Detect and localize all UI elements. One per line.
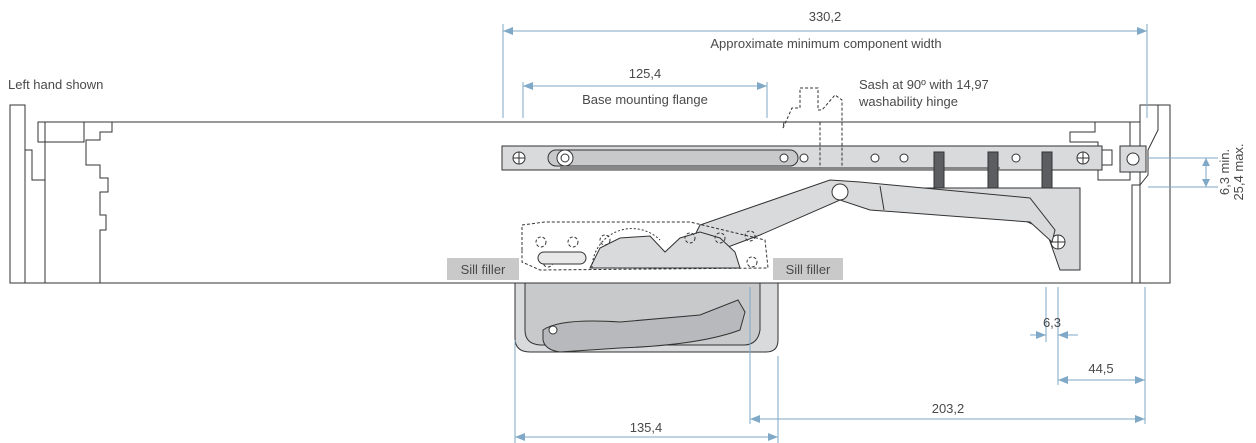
sash-outline	[782, 87, 843, 169]
gap-min-label: 6,3 min.	[1217, 149, 1232, 195]
operator-to-edge-value: 203,2	[932, 401, 965, 416]
gap-max-label: 25,4 max.	[1231, 143, 1246, 200]
sash-note-line1: Sash at 90º with 14,97	[859, 77, 989, 92]
operator-housing	[514, 282, 779, 353]
gear-assembly	[521, 221, 769, 271]
hinge-arm	[501, 145, 1147, 173]
flange-caption: Base mounting flange	[582, 92, 708, 107]
overall-width-caption: Approximate minimum component width	[710, 36, 941, 51]
operator-width-value: 135,4	[630, 420, 663, 435]
window-frame	[9, 104, 1171, 284]
link-arm	[689, 179, 1081, 271]
sill-filler-left-label: Sill filler	[461, 262, 506, 277]
dimension-lines	[502, 24, 1218, 443]
sill-filler-right-label: Sill filler	[786, 262, 831, 277]
right-offset-value: 44,5	[1088, 361, 1113, 376]
small-offset-value: 6,3	[1043, 315, 1061, 330]
orientation-label: Left hand shown	[8, 77, 103, 92]
sill-filler-right-tag: Sill filler	[773, 258, 843, 280]
sash-note-line2: washability hinge	[858, 94, 958, 109]
overall-width-value: 330,2	[809, 9, 842, 24]
sill-filler-left-tag: Sill filler	[447, 258, 519, 280]
flange-value: 125,4	[629, 66, 662, 81]
